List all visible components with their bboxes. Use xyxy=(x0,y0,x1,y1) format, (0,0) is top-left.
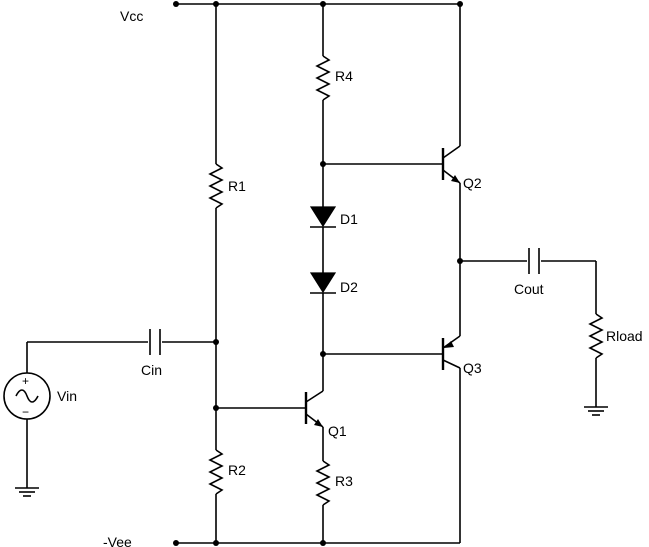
cout-capacitor xyxy=(528,248,540,274)
vin-minus-sign: − xyxy=(22,405,29,419)
r2-resistor xyxy=(208,449,224,495)
d1-diode xyxy=(309,206,337,228)
r1-label: R1 xyxy=(228,178,246,194)
q2-transistor xyxy=(323,145,461,184)
q1-label: Q1 xyxy=(328,423,347,439)
r4-label: R4 xyxy=(335,68,353,84)
q2-label: Q2 xyxy=(463,175,482,191)
r1-resistor xyxy=(208,163,224,209)
r2-label: R2 xyxy=(228,462,246,478)
vin-ground-symbol xyxy=(15,487,39,497)
cin-capacitor xyxy=(149,329,161,355)
d2-label: D2 xyxy=(340,279,358,295)
d1-label: D1 xyxy=(340,211,358,227)
r4-resistor xyxy=(315,55,331,101)
d2-diode xyxy=(309,272,337,294)
vee-rail xyxy=(173,368,461,546)
vee-label: -Vee xyxy=(103,534,132,547)
q1-transistor xyxy=(216,390,324,428)
rload-resistor xyxy=(588,313,604,359)
rload-ground-symbol xyxy=(584,406,608,416)
vin-label: Vin xyxy=(57,388,77,404)
rload-label: Rload xyxy=(606,328,643,344)
r3-label: R3 xyxy=(335,473,353,489)
q3-label: Q3 xyxy=(463,360,482,376)
cin-label: Cin xyxy=(141,362,162,378)
vcc-label: Vcc xyxy=(120,8,143,24)
q3-transistor xyxy=(323,335,461,370)
r3-resistor xyxy=(315,460,331,506)
cout-label: Cout xyxy=(514,281,544,297)
vin-plus-sign: + xyxy=(22,374,29,388)
